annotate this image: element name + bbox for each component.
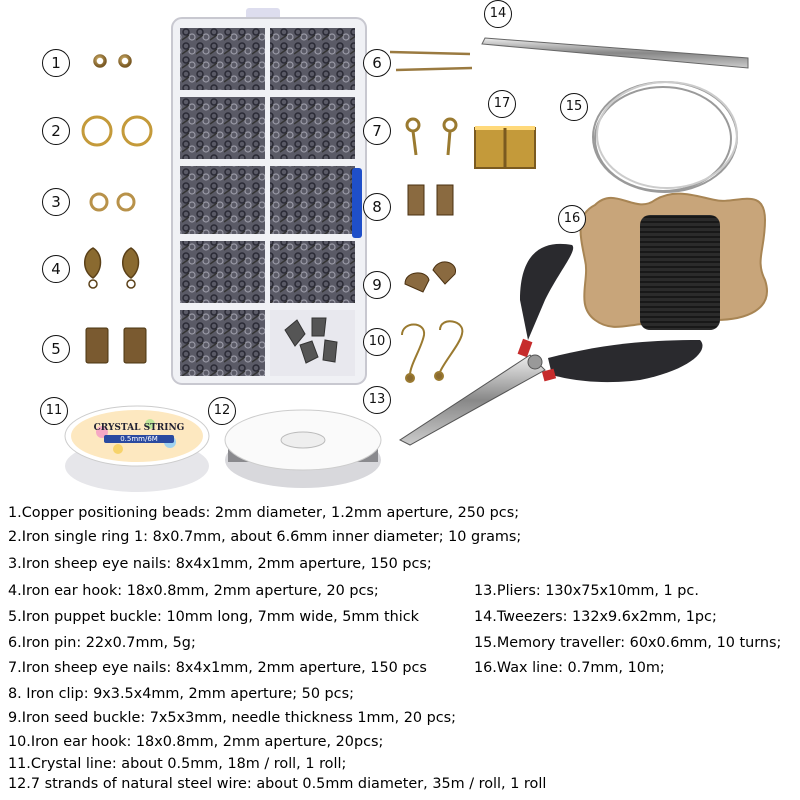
spec-item-5: 5.Iron puppet buckle: 10mm long, 7mm wid… (8, 609, 420, 625)
product-photo: CRYSTAL STRING 0.5mm/6M 1 2 3 4 5 6 7 8 … (40, 0, 768, 492)
callout-5: 5 (42, 335, 70, 363)
spec-item-11: 11.Crystal line: about 0.5mm, 18m / roll… (8, 756, 347, 772)
callout-14: 14 (484, 0, 512, 28)
organizer-box (171, 8, 367, 385)
spec-item-10: 10.Iron ear hook: 18x0.8mm, 2mm aperture… (8, 734, 384, 750)
callout-17: 17 (488, 90, 516, 118)
callout-7: 7 (363, 117, 391, 145)
spec-item-8: 8. Iron clip: 9x3.5x4mm, 2mm aperture; 5… (8, 686, 354, 702)
kit-illustration (64, 8, 768, 492)
spec-item-6: 6.Iron pin: 22x0.7mm, 5g; (8, 635, 196, 651)
spec-item-16: 16.Wax line: 0.7mm, 10m; (474, 660, 665, 676)
callout-4: 4 (42, 255, 70, 283)
spec-item-15: 15.Memory traveller: 60x0.6mm, 10 turns; (474, 635, 782, 651)
spec-item-3: 3.Iron sheep eye nails: 8x4x1mm, 2mm ape… (8, 556, 432, 572)
callout-9: 9 (363, 271, 391, 299)
callout-8: 8 (363, 193, 391, 221)
callout-11: 11 (40, 397, 68, 425)
spec-item-7: 7.Iron sheep eye nails: 8x4x1mm, 2mm ape… (8, 660, 427, 676)
callout-1: 1 (42, 49, 70, 77)
callout-16: 16 (558, 205, 586, 233)
callout-10: 10 (363, 328, 391, 356)
callout-15: 15 (560, 93, 588, 121)
spec-item-12: 12.7 strands of natural steel wire: abou… (8, 776, 547, 792)
spec-item-4: 4.Iron ear hook: 18x0.8mm, 2mm aperture,… (8, 583, 379, 599)
spec-item-14: 14.Tweezers: 132x9.6x2mm, 1pc; (474, 609, 717, 625)
callout-13: 13 (363, 386, 391, 414)
spec-item-1: 1.Copper positioning beads: 2mm diameter… (8, 505, 520, 521)
spec-item-2: 2.Iron single ring 1: 8x0.7mm, about 6.6… (8, 529, 522, 545)
spool-size-label: 0.5mm/6M (104, 435, 174, 443)
spec-item-13: 13.Pliers: 130x75x10mm, 1 pc. (474, 583, 699, 599)
callout-3: 3 (42, 188, 70, 216)
spec-item-9: 9.Iron seed buckle: 7x5x3mm, needle thic… (8, 710, 457, 726)
spool-brand-label: CRYSTAL STRING (93, 423, 185, 433)
callout-6: 6 (363, 49, 391, 77)
callout-2: 2 (42, 117, 70, 145)
callout-12: 12 (208, 397, 236, 425)
